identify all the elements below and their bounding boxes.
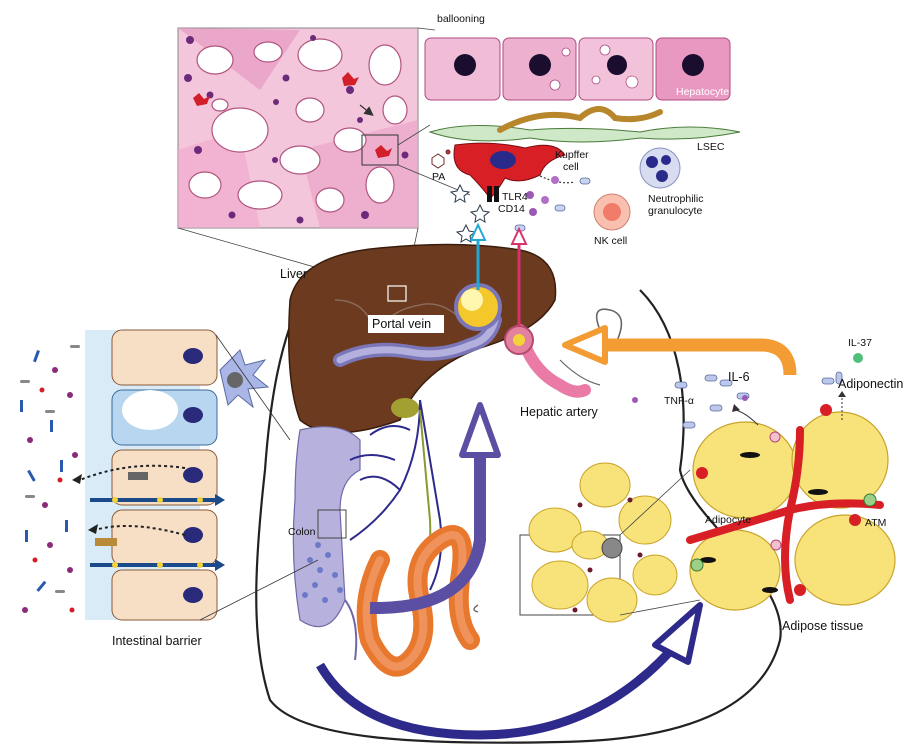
cytokine-dots-liver bbox=[514, 176, 591, 232]
fat-vacuoles bbox=[188, 38, 408, 213]
adipose-cluster-small bbox=[519, 462, 678, 623]
nuclei bbox=[184, 35, 409, 224]
lps-arrow bbox=[469, 222, 487, 290]
liver-histology-panel bbox=[177, 27, 419, 229]
tnf-label: TNF-α bbox=[664, 395, 694, 407]
lsec-label: LSEC bbox=[697, 141, 725, 153]
adipose-to-liver-arrow bbox=[562, 325, 797, 376]
adiponectin-label: Adiponectin bbox=[838, 377, 903, 391]
intestinal-barrier-label: Intestinal barrier bbox=[112, 634, 202, 648]
cytokine-arrow bbox=[510, 226, 528, 327]
adipose-tissue-label: Adipose tissue bbox=[782, 619, 863, 633]
kupffer-label-1: Kupffer bbox=[555, 149, 589, 161]
atm-macrophages bbox=[690, 404, 877, 596]
neutrophil bbox=[639, 147, 681, 189]
adipocyte-label: Adipocyte bbox=[705, 514, 751, 526]
portal-vein bbox=[333, 283, 502, 367]
adipose-cluster-large bbox=[686, 404, 896, 611]
body-outline bbox=[255, 289, 782, 744]
pa-label: PA bbox=[432, 171, 445, 183]
gallbladder bbox=[391, 398, 419, 418]
liver-label: Liver bbox=[280, 267, 307, 281]
pa-molecule bbox=[431, 149, 451, 169]
dendritic-cell bbox=[219, 349, 270, 409]
vessel-loop bbox=[595, 308, 623, 346]
portal-vein-label-bg bbox=[368, 315, 444, 333]
kupffer-label-2: cell bbox=[563, 161, 579, 173]
il6-label: IL-6 bbox=[728, 370, 750, 384]
lsec-layer bbox=[428, 106, 741, 143]
hepatic-artery bbox=[504, 324, 591, 398]
barrier-callout-line bbox=[199, 559, 319, 621]
colon-label: Colon bbox=[288, 526, 316, 538]
neutrophil-label-2: granulocyte bbox=[648, 205, 702, 217]
portal-vein-label: Portal vein bbox=[372, 317, 431, 331]
tlr4-receptor bbox=[487, 186, 499, 202]
ballooning-label: ballooning bbox=[437, 13, 485, 25]
adipokines bbox=[821, 353, 863, 420]
atm-label: ATM bbox=[865, 517, 886, 529]
nk-cell bbox=[593, 193, 631, 231]
hepatocyte-strip bbox=[424, 37, 731, 101]
neutrophil-label-1: Neutrophilic bbox=[648, 193, 703, 205]
gut-to-liver-arrow bbox=[369, 402, 501, 615]
systemic-arrow bbox=[316, 602, 703, 740]
kupffer-cell bbox=[453, 142, 576, 199]
cd14-label: CD14 bbox=[498, 203, 525, 215]
il6-dots bbox=[632, 395, 748, 403]
colon bbox=[292, 426, 361, 661]
mesenteric-veins bbox=[349, 399, 443, 591]
hepatic-artery-label: Hepatic artery bbox=[520, 405, 599, 419]
lps-molecules bbox=[449, 183, 491, 243]
nk-cell-label: NK cell bbox=[594, 235, 627, 247]
intestinal-barrier bbox=[72, 329, 270, 621]
hepatocyte-label: Hepatocyte bbox=[676, 86, 729, 98]
tlr4-label: TLR4 bbox=[502, 191, 528, 203]
il37-label: IL-37 bbox=[848, 337, 872, 349]
gut-bacteria bbox=[20, 345, 80, 613]
inflammatory-foci bbox=[193, 72, 392, 158]
